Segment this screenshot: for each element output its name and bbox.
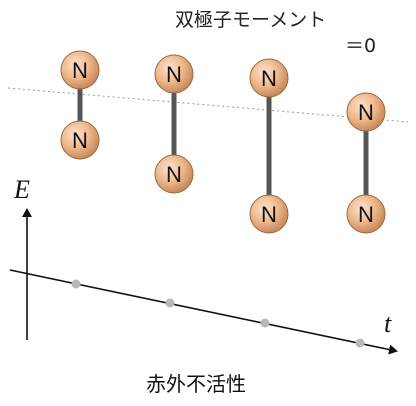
n2-molecule-3: N N: [249, 58, 289, 234]
atom-symbol: N: [166, 162, 182, 187]
nitrogen-atom: [346, 194, 386, 234]
energy-axis-label: E: [13, 175, 30, 204]
dipole-moment-label: 双極子モーメント: [175, 9, 326, 31]
nitrogen-atom: [346, 92, 386, 132]
nitrogen-atom: [154, 154, 194, 194]
nitrogen-atom: [249, 58, 289, 98]
time-axis-label: t: [384, 309, 392, 338]
atom-symbol: N: [72, 128, 88, 153]
energy-point: [165, 298, 175, 308]
atom-symbol: N: [358, 100, 374, 125]
energy-point: [71, 279, 81, 289]
nitrogen-atom: [60, 120, 100, 160]
energy-point: [355, 338, 365, 348]
atom-symbol: N: [72, 58, 88, 83]
ir-inactive-caption: 赤外不活性: [146, 372, 246, 396]
energy-point: [260, 318, 270, 328]
atom-symbol: N: [261, 66, 277, 91]
center-dotted-line: [7, 87, 409, 123]
nitrogen-atom: [154, 54, 194, 94]
atom-symbol: N: [358, 202, 374, 227]
time-axis: [9, 269, 398, 355]
nitrogen-atom: [60, 50, 100, 90]
atom-symbol: N: [166, 62, 182, 87]
n2-molecule-4: N N: [346, 92, 386, 234]
dipole-moment-value: ＝0: [345, 35, 376, 57]
n2-molecule-1: N N: [60, 50, 100, 160]
nitrogen-atom: [249, 194, 289, 234]
atom-symbol: N: [261, 202, 277, 227]
n2-molecule-2: N N: [154, 54, 194, 194]
